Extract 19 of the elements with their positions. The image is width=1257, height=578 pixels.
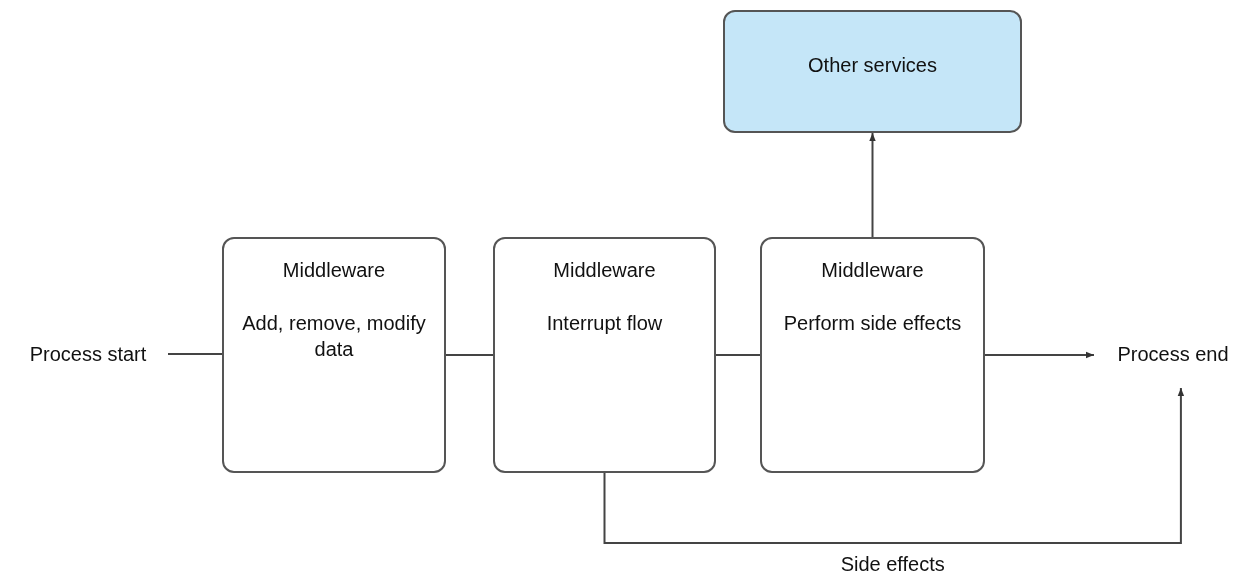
service-box	[723, 10, 1022, 133]
box-text: Perform side effects	[782, 311, 963, 336]
connector-line	[445, 354, 494, 356]
connector-line	[715, 354, 761, 356]
box-heading: Middleware	[553, 259, 656, 282]
arrow	[984, 351, 1095, 359]
start-label: Process start	[8, 338, 168, 370]
box-text: Add, remove, modify data	[241, 311, 427, 362]
end-label: Process end	[1094, 338, 1252, 370]
middleware-box	[493, 237, 716, 473]
middleware-box	[222, 237, 446, 473]
arrow	[869, 132, 876, 238]
middleware-box	[760, 237, 985, 473]
box-text: Interrupt flow	[545, 311, 664, 336]
box-heading: Middleware	[821, 259, 924, 282]
box-heading: Middleware	[282, 259, 386, 282]
connector-line	[167, 353, 223, 355]
arrow	[603, 387, 1185, 544]
box-heading: Other services	[808, 54, 937, 77]
